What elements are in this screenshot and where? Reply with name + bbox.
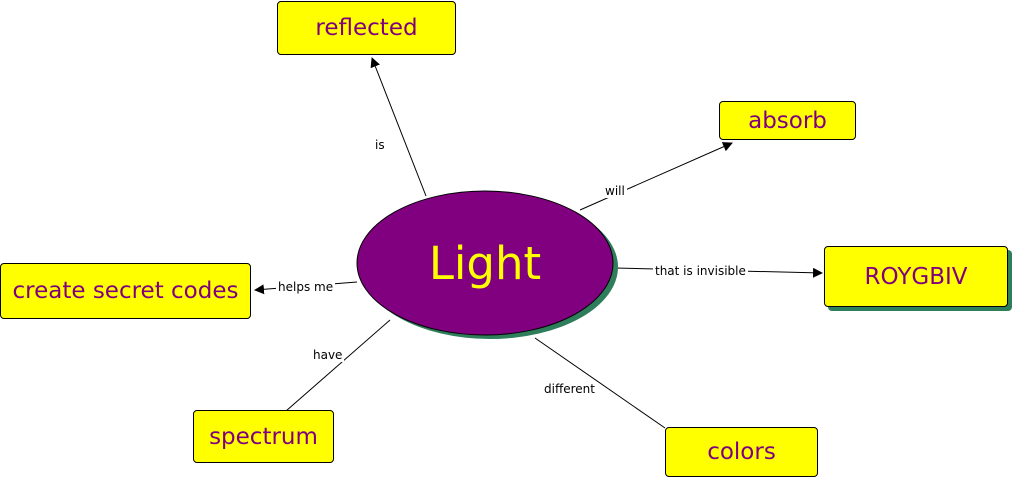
link-label-different: different — [542, 382, 597, 396]
center-node[interactable] — [356, 190, 614, 336]
link-label-will: will — [603, 184, 627, 198]
link-label-helps-me: helps me — [276, 280, 336, 294]
node-roygbiv[interactable]: ROYGBIV — [824, 246, 1008, 307]
node-spectrum[interactable]: spectrum — [193, 410, 334, 463]
node-reflected[interactable]: reflected — [277, 1, 456, 55]
connector-different-colors — [534, 337, 666, 429]
link-label-that-is-invisible: that is invisible — [653, 264, 748, 278]
link-label-have: have — [311, 348, 345, 362]
center-node-label: Light — [428, 236, 542, 290]
node-colors[interactable]: colors — [665, 427, 818, 477]
link-label-is: is — [373, 138, 387, 152]
node-create-secret-codes[interactable]: create secret codes — [0, 263, 251, 319]
node-absorb[interactable]: absorb — [719, 101, 856, 140]
connector-have-spectrum — [285, 319, 391, 412]
connector-will-absorb — [579, 142, 733, 211]
connector-is-reflected — [370, 57, 427, 197]
